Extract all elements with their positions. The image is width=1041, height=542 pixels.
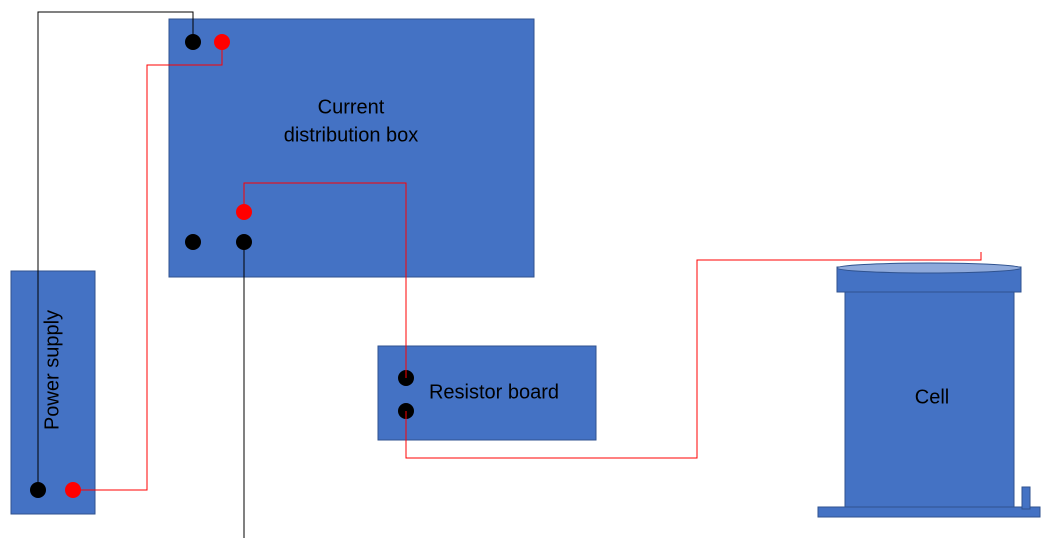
cell-base-post [1021,486,1031,510]
wire-power-supply-black-to-distribution-box [37,11,194,490]
distribution-box-terminal-black-bottom-left [185,234,201,250]
cell-lid [836,262,1022,274]
resistor-board: Resistor board [377,345,597,441]
wire-distribution-box-red-to-resistor-board [243,182,407,378]
distribution-box-label-line1: Current [318,96,385,118]
distribution-box-body [168,18,535,278]
resistor-board-label: Resistor board [429,381,559,403]
current-distribution-box: Current distribution box [168,18,535,278]
wire-power-supply-red-to-distribution-box [73,42,223,491]
cell-label: Cell [915,386,949,408]
cell: Cell [817,262,1041,518]
wire-resistor-board-to-cell [405,252,982,459]
power-supply-body [10,270,96,515]
distribution-box-label-line2: distribution box [284,124,419,146]
cell-base-plate [817,506,1041,518]
cell-body [844,289,1015,508]
power-supply: Power supply [10,270,96,515]
power-supply-label: Power supply [41,310,63,430]
red-wires [73,42,982,491]
resistor-board-body [377,345,597,441]
black-wires [37,11,245,538]
